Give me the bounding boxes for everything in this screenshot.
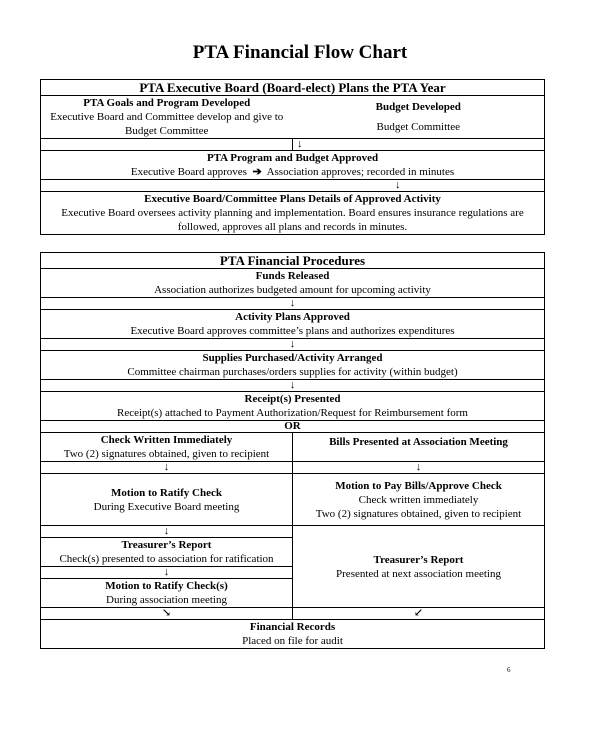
approved-title: PTA Program and Budget Approved [206,152,379,164]
financial-records-box: Financial Records Placed on file for aud… [39,619,546,649]
arrow-cell: ↓ [39,179,546,192]
approved-right-text: Association approves; recorded in minute… [266,166,455,178]
funds-text: Association authorizes budgeted amount f… [154,284,431,296]
check-written-box: Check Written Immediately Two (2) signat… [40,432,293,462]
budget-box: Budget Developed Budget Committee [292,95,546,139]
arrow-cell: ↓ [40,566,293,579]
details-title: Executive Board/Committee Plans Details … [144,193,441,205]
motion-ratify-title: Motion to Ratify Check [111,486,222,499]
page-title: PTA Financial Flow Chart [192,42,408,63]
down-arrow-icon: ↓ [163,525,170,537]
funds-box: Funds Released Association authorizes bu… [39,268,546,298]
treasurer-right-title: Treasurer’s Report [373,553,464,566]
section-header-planning: PTA Executive Board (Board-elect) Plans … [39,79,546,96]
treasurer-left-title: Treasurer’s Report [121,539,212,551]
down-right-arrow-icon: ↘ [161,607,172,619]
treasurer-right-text: Presented at next association meeting [336,567,501,580]
motion-pay-text-1: Check written immediately [358,493,479,506]
approved-box: PTA Program and Budget Approved Executiv… [39,150,546,180]
section-header-procedures: PTA Financial Procedures [39,252,546,269]
goals-box: PTA Goals and Program Developed Executiv… [40,95,293,139]
treasurer-right-box: Treasurer’s Report Presented at next ass… [291,525,546,608]
down-arrow-icon: ↓ [395,179,401,191]
arrow-cell: ↓ [39,297,546,310]
budget-title: Budget Developed [375,101,461,113]
details-box: Executive Board/Committee Plans Details … [39,191,546,235]
bills-box: Bills Presented at Association Meeting [291,432,546,462]
motion-pay-title: Motion to Pay Bills/Approve Check [335,479,502,492]
check-text: Two (2) signatures obtained, given to re… [63,448,270,460]
arrow-cell: ↓ [39,338,546,351]
motion-ratify-2-title: Motion to Ratify Check(s) [105,580,228,592]
arrow-cell: ↓ [291,461,546,474]
procedures-flow-table: PTA Financial Procedures Funds Released … [39,252,546,649]
records-title: Financial Records [249,621,336,633]
arrow-cell: ↓ [40,525,293,538]
bills-title: Bills Presented at Association Meeting [329,436,508,448]
funds-title: Funds Released [255,270,330,282]
motion-ratify-2-box: Motion to Ratify Check(s) During associa… [40,578,293,608]
treasurer-left-box: Treasurer’s Report Check(s) presented to… [40,537,293,567]
page-number: 6 [507,666,511,674]
details-text: Executive Board oversees activity planni… [61,207,524,233]
supplies-box: Supplies Purchased/Activity Arranged Com… [39,350,546,380]
down-arrow-icon: ↓ [289,338,296,350]
or-divider: OR [39,420,546,433]
treasurer-left-text: Check(s) presented to association for ra… [59,553,274,565]
motion-pay-box: Motion to Pay Bills/Approve Check Check … [291,473,546,526]
supplies-text: Committee chairman purchases/orders supp… [127,366,458,378]
goals-text: Executive Board and Committee develop an… [50,111,284,137]
activity-title: Activity Plans Approved [235,311,350,323]
down-arrow-icon: ↓ [297,138,303,150]
activity-box: Activity Plans Approved Executive Board … [39,309,546,339]
receipts-title: Receipt(s) Presented [244,393,341,405]
down-left-arrow-icon: ↙ [413,607,424,619]
arrow-cell [40,138,293,151]
arrow-cell: ↘ [40,607,293,620]
right-arrow-icon: ➔ [252,166,262,178]
motion-ratify-box: Motion to Ratify Check During Executive … [40,473,293,526]
arrow-cell: ↓ [40,461,293,474]
receipts-box: Receipt(s) Presented Receipt(s) attached… [39,391,546,421]
check-title: Check Written Immediately [100,434,233,446]
receipts-text: Receipt(s) attached to Payment Authoriza… [117,407,468,419]
down-arrow-icon: ↓ [415,461,422,473]
down-arrow-icon: ↓ [163,461,170,473]
motion-ratify-text: During Executive Board meeting [93,500,240,513]
planning-flow-table: PTA Executive Board (Board-elect) Plans … [39,79,546,235]
arrow-cell: ↓ [291,138,546,151]
approved-left-text: Executive Board approves [130,166,247,178]
budget-text: Budget Committee [376,121,460,133]
records-text: Placed on file for audit [242,635,343,647]
down-arrow-icon: ↓ [289,379,296,391]
goals-title: PTA Goals and Program Developed [83,97,251,109]
down-arrow-icon: ↓ [163,566,170,578]
motion-ratify-2-text: During association meeting [106,594,227,606]
activity-text: Executive Board approves committee’s pla… [130,325,455,337]
arrow-cell: ↓ [39,379,546,392]
supplies-title: Supplies Purchased/Activity Arranged [202,352,383,364]
motion-pay-text-2: Two (2) signatures obtained, given to re… [315,507,522,520]
arrow-cell: ↙ [291,607,546,620]
down-arrow-icon: ↓ [289,297,296,309]
